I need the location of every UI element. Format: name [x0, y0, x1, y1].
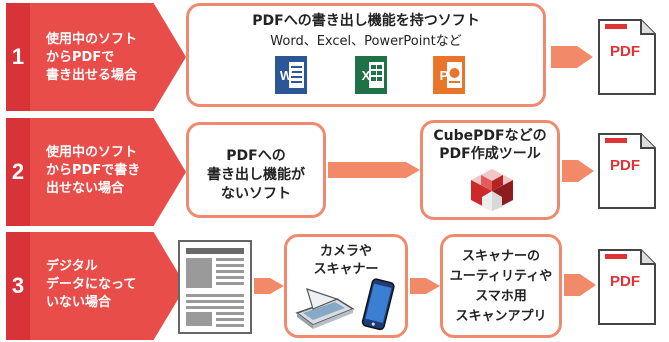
- case-1-arrow: [6, 3, 186, 111]
- row-2: 2 使用中のソフト からPDFで書き 出せない場合 PDFへの 書き出し機能が …: [0, 116, 669, 226]
- pdf-label: PDF: [610, 157, 640, 174]
- box-label: カメラや スキャナー: [313, 244, 379, 277]
- row-3: 3 デジタル データになって いない場合 カメラや スキャナー: [0, 230, 669, 342]
- pdf-file-icon: PDF: [597, 248, 659, 326]
- scanner-icon: [293, 287, 355, 331]
- pdf-file-icon: PDF: [597, 18, 659, 96]
- case-2-number: 2: [6, 118, 30, 226]
- word-icon: W: [273, 56, 309, 94]
- pdf-label: PDF: [610, 43, 640, 60]
- arrow-to-pdf-2: [562, 160, 594, 182]
- box-title: PDFへの書き出し機能を持つソフト: [252, 13, 480, 29]
- box-label: PDFへの 書き出し機能が ないソフト: [207, 148, 305, 202]
- arrow-to-pdf-1: [551, 46, 593, 68]
- pdf-label: PDF: [610, 273, 640, 290]
- case-1-number: 1: [6, 3, 30, 111]
- paper-document-icon: [178, 240, 252, 334]
- camera-scanner-box: カメラや スキャナー: [284, 234, 408, 338]
- powerpoint-icon: P: [431, 56, 467, 94]
- case-3-number: 3: [6, 232, 30, 340]
- box-subtitle: Word、Excel、PowerPointなど: [270, 34, 462, 49]
- pdf-file-icon: PDF: [597, 132, 659, 210]
- no-export-software-box: PDFへの 書き出し機能が ないソフト: [186, 122, 326, 218]
- case-1-label: 使用中のソフト からPDFで 書き出せる場合: [46, 32, 138, 83]
- case-2-arrow: [6, 118, 186, 226]
- box-label: スキャナーの ユーティリティや スマホ用 スキャンアプリ: [449, 249, 553, 324]
- word-letter: W: [279, 68, 293, 83]
- row-1: 1 使用中のソフト からPDFで 書き出せる場合 PDFへの書き出し機能を持つソ…: [0, 0, 669, 114]
- pdf-export-software-box: PDFへの書き出し機能を持つソフト Word、Excel、PowerPointな…: [186, 3, 546, 107]
- case-3-label: デジタル データになって いない場合: [46, 259, 137, 310]
- box-label: CubePDFなどの PDF作成ツール: [433, 128, 547, 162]
- excel-letter: X: [361, 68, 371, 83]
- excel-icon: X: [353, 56, 389, 94]
- scanner-utility-box: スキャナーの ユーティリティや スマホ用 スキャンアプリ: [440, 234, 562, 338]
- smartphone-icon: [359, 277, 395, 333]
- pdf-tool-box: CubePDFなどの PDF作成ツール: [420, 120, 560, 220]
- cube-icon: [469, 167, 515, 213]
- case-3-arrow: [6, 232, 186, 340]
- case-2-label: 使用中のソフト からPDFで書き 出せない場合: [46, 145, 141, 196]
- arrow-to-scan-app: [410, 278, 440, 294]
- arrow-to-pdf-3: [564, 274, 596, 296]
- powerpoint-letter: P: [439, 68, 449, 83]
- arrow-to-pdf-tool: [328, 162, 420, 178]
- arrow-to-capture: [254, 278, 284, 294]
